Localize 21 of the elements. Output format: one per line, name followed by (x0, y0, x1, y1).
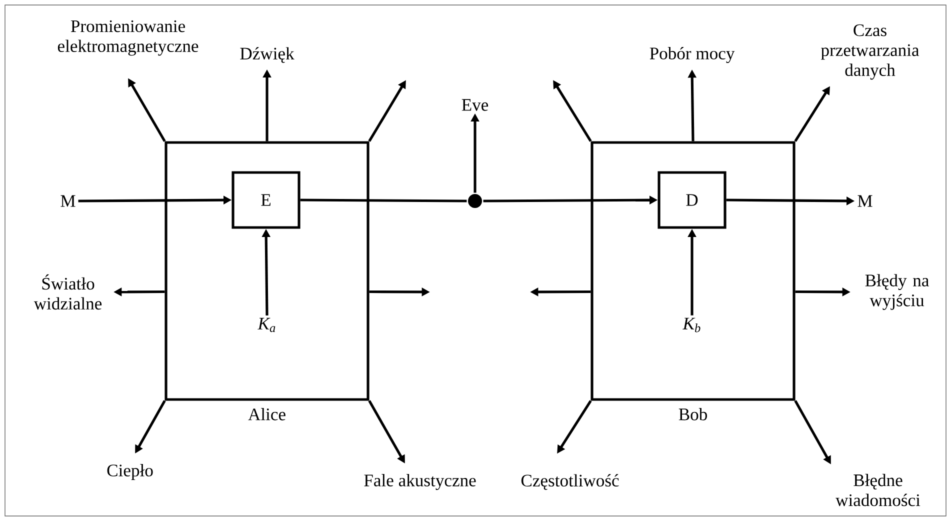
signal-label: Błędne wiadomości (836, 474, 920, 506)
signal-label: Częstotliwość (521, 474, 619, 490)
signal-label: Ciepło (107, 464, 153, 480)
signal-label: Światło widzialne (34, 274, 102, 310)
device-label: Bob (678, 408, 707, 420)
connector-line (300, 198, 467, 202)
tap-dot (468, 194, 482, 208)
device-label: Alice (248, 408, 286, 420)
signal-label: Eve (462, 99, 488, 111)
block-box: E (232, 171, 300, 229)
variable-label: K$_{b}$ (682, 318, 700, 332)
signal-label: Dźwięk (240, 47, 294, 63)
signal-label: M (858, 195, 872, 207)
signal-label: Promieniowanie elektromagnetyczne (58, 20, 198, 56)
signal-label: Błędy na wyjściu (865, 274, 929, 310)
signal-label: M (60, 195, 76, 207)
variable-label: K$_{a}$ (258, 318, 276, 332)
signal-label: Pobór mocy (650, 47, 735, 63)
signal-label: Fale akustyczne (364, 474, 476, 490)
block-box: D (658, 171, 726, 229)
signal-label: Czas przetwarzania danych (821, 24, 920, 80)
